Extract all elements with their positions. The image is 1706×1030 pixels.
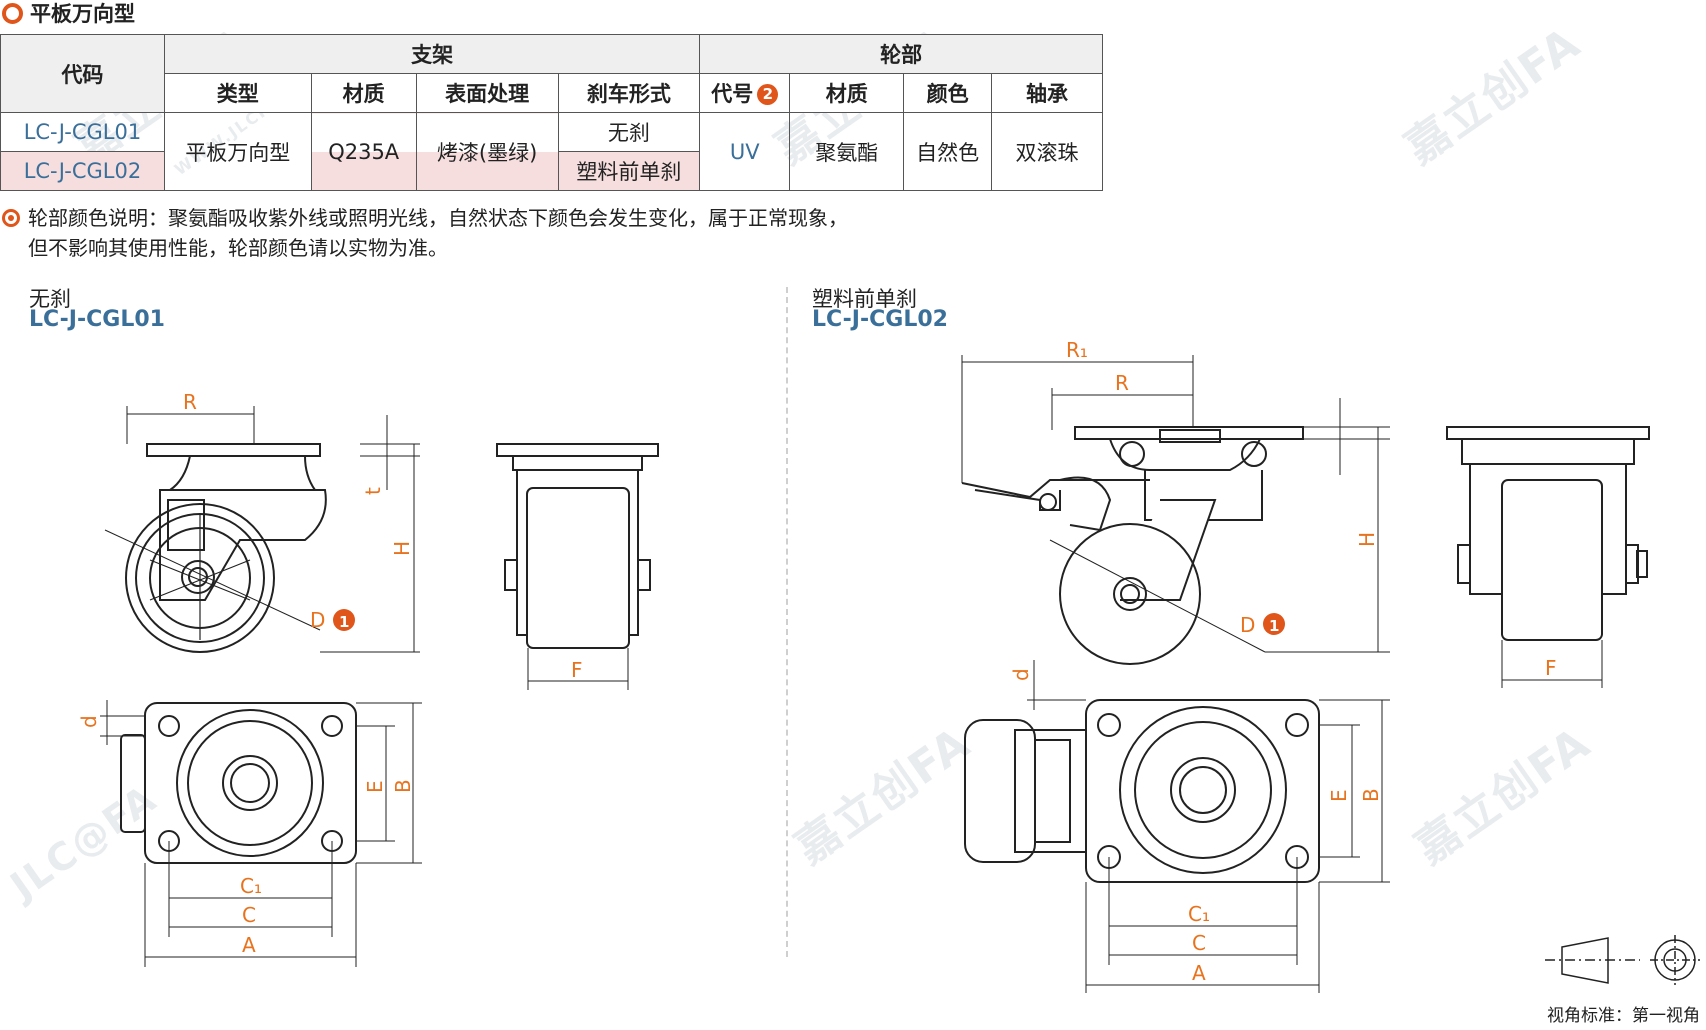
dim-label: t	[361, 487, 385, 495]
dim-label: C₁	[240, 874, 262, 898]
dim-label: R₁	[1066, 338, 1088, 362]
row-code: LC-J-CGL02	[0, 151, 165, 191]
left-variant-label: 无刹	[29, 287, 71, 311]
dim-label: R	[1115, 371, 1129, 395]
column-divider	[786, 287, 788, 957]
note-badge-number: 1	[339, 613, 349, 631]
note-line: 但不影响其使用性能，轮部颜色请以实物为准。	[28, 236, 448, 260]
dim-label: R	[183, 390, 197, 414]
right-front-view	[1446, 426, 1650, 641]
header-surface: 表面处理	[415, 73, 559, 113]
note-badge-number: 1	[1269, 617, 1279, 635]
cell-type: 平板万向型	[163, 112, 312, 191]
header-wheel-code-label: 代号	[711, 82, 754, 106]
dim-label: d	[77, 715, 101, 728]
dim-label: F	[571, 658, 583, 682]
dim-label: A	[1192, 961, 1206, 985]
right-variant-code: LC-J-CGL02	[812, 307, 948, 332]
cell-wheel-material: 聚氨酯	[789, 112, 905, 191]
color-note: 轮部颜色说明：聚氨酯吸收紫外线或照明光线，自然状态下颜色会发生变化，属于正常现象…	[0, 203, 848, 263]
left-variant-code: LC-J-CGL01	[29, 307, 165, 332]
header-code: 代码	[0, 34, 165, 113]
cell-material: Q235A	[310, 112, 417, 191]
dim-label: B	[391, 779, 415, 793]
dim-label: H	[1355, 532, 1379, 547]
right-top-view	[964, 699, 1320, 883]
dim-label: C	[242, 903, 256, 927]
cell-bearing: 双滚珠	[991, 112, 1103, 191]
dim-label: D	[1240, 613, 1255, 637]
dim-label: C	[1192, 931, 1206, 955]
dim-label: D	[310, 608, 325, 632]
right-side-view	[961, 426, 1304, 665]
view-standard-label: 视角标准：第一视角	[1547, 1006, 1700, 1026]
note-badge: 2	[757, 84, 779, 105]
left-top-view	[120, 702, 357, 864]
header-bracket: 支架	[163, 34, 701, 74]
cell-wheel-code: UV	[699, 112, 791, 191]
left-front-view	[496, 443, 659, 649]
note-badge	[333, 609, 355, 631]
note-badge	[1263, 613, 1285, 635]
dim-label: E	[363, 780, 387, 793]
table-row: LC-J-CGL02 塑料前单刹	[0, 151, 1103, 191]
dim-label: F	[1545, 656, 1557, 680]
dim-label: E	[1327, 789, 1351, 802]
dim-label: H	[390, 541, 414, 556]
cell-brake: 无刹	[557, 112, 701, 152]
header-wheel-material: 材质	[789, 73, 905, 113]
circle-bullet-icon	[2, 2, 23, 24]
right-variant-label: 塑料前单刹	[812, 287, 917, 311]
dim-label: C₁	[1188, 902, 1210, 926]
target-bullet-icon	[2, 209, 20, 227]
row-code: LC-J-CGL01	[0, 112, 165, 152]
dim-label: A	[242, 933, 256, 957]
section-title: 平板万向型	[30, 2, 135, 26]
left-side-view	[104, 443, 327, 653]
note-line: 轮部颜色说明：聚氨酯吸收紫外线或照明光线，自然状态下颜色会发生变化，属于正常现象…	[28, 206, 848, 230]
dim-label: d	[1009, 668, 1033, 681]
cell-brake: 塑料前单刹	[557, 151, 701, 191]
header-bearing: 轴承	[991, 73, 1103, 113]
dim-label: B	[1359, 788, 1383, 802]
first-angle-projection-icon	[1545, 935, 1700, 985]
section-heading: 平板万向型	[0, 0, 135, 26]
